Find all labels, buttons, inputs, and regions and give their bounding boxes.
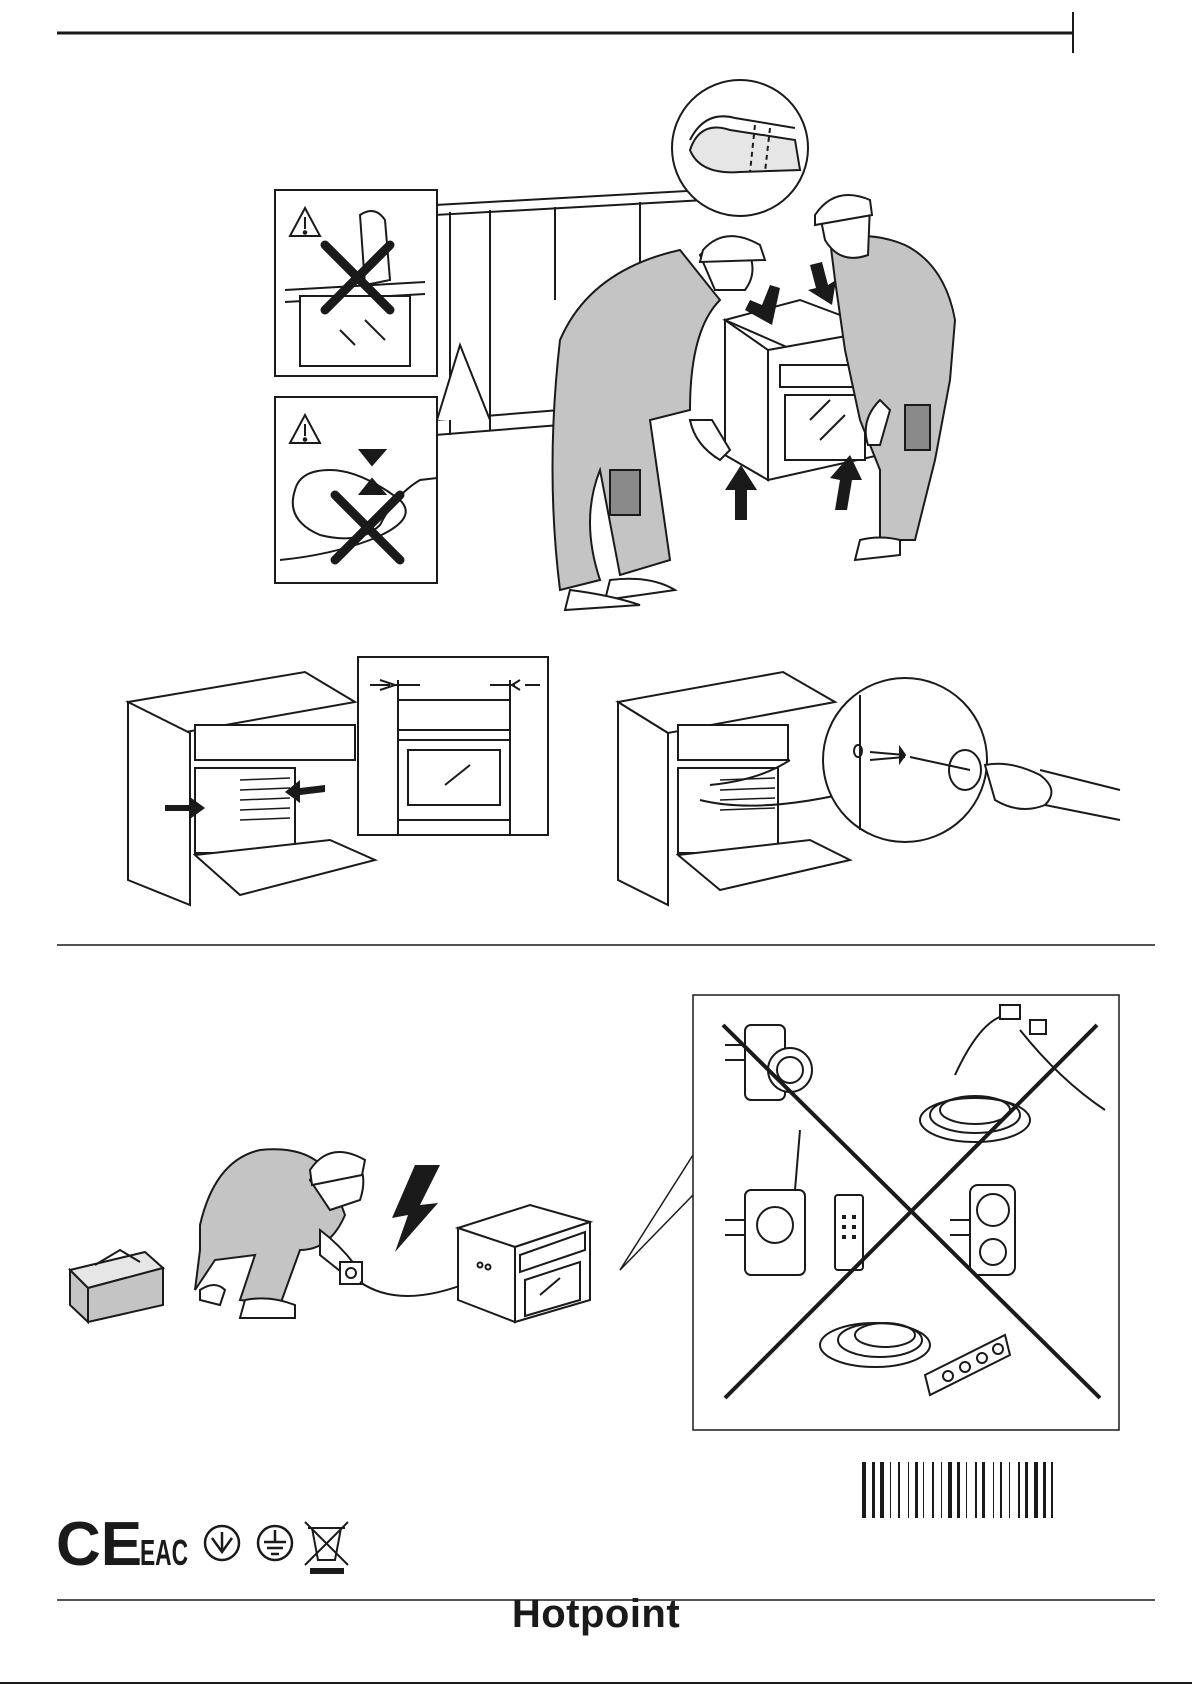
barcode-bar (908, 1462, 909, 1518)
lightning-bolt-icon (392, 1165, 440, 1252)
barcode-bar (948, 1462, 952, 1518)
barcode-bar (862, 1462, 866, 1518)
barcode-bar (1009, 1462, 1010, 1518)
rcm-mark-icon (205, 1526, 239, 1560)
barcode-bar (1018, 1462, 1020, 1518)
eac-mark: EAC (140, 1532, 188, 1573)
barcode-bar (872, 1462, 875, 1518)
barcode-bar (1000, 1462, 1002, 1518)
certification-marks: CE EAC (56, 1510, 348, 1579)
barcode-bar (993, 1462, 994, 1518)
barcode-bar (932, 1462, 934, 1518)
alignment-illustration (128, 657, 1120, 905)
barcode-bar (890, 1462, 891, 1518)
warning-panel-cable (275, 345, 490, 583)
barcode-bar (982, 1462, 985, 1518)
barcode-bar (1025, 1462, 1028, 1518)
protective-glove-icon (672, 80, 808, 216)
barcode-icon (862, 1462, 1053, 1518)
barcode-bar (957, 1462, 960, 1518)
forbidden-adapters-panel (693, 995, 1119, 1430)
carry-oven-illustration (275, 80, 955, 610)
barcode-bar (880, 1462, 884, 1518)
top-rule (57, 12, 1073, 53)
barcode-bar (1034, 1462, 1038, 1518)
ce-mark: CE (56, 1510, 142, 1579)
barcode-bar (975, 1462, 977, 1518)
barcode-bar (923, 1462, 924, 1518)
earth-ground-icon (258, 1526, 292, 1560)
barcode-bar (915, 1462, 918, 1518)
barcode-bar (1051, 1462, 1053, 1518)
wall-socket (340, 1262, 362, 1284)
connected-oven (458, 1205, 590, 1322)
barcode-bar (1043, 1462, 1046, 1518)
screw-detail-callout (823, 678, 987, 842)
electrical-connection-illustration (70, 995, 1119, 1430)
warning-panel-handle (275, 190, 437, 376)
electrician-worker (195, 1149, 365, 1318)
barcode-bar (966, 1462, 967, 1518)
barcode-bar (941, 1462, 942, 1518)
weee-bin-icon (305, 1522, 348, 1574)
clearance-detail-panel (358, 657, 548, 835)
toolbox-icon (70, 1250, 163, 1322)
barcode-bar (898, 1462, 900, 1518)
brand-logo: Hotpoint (0, 1592, 1192, 1637)
